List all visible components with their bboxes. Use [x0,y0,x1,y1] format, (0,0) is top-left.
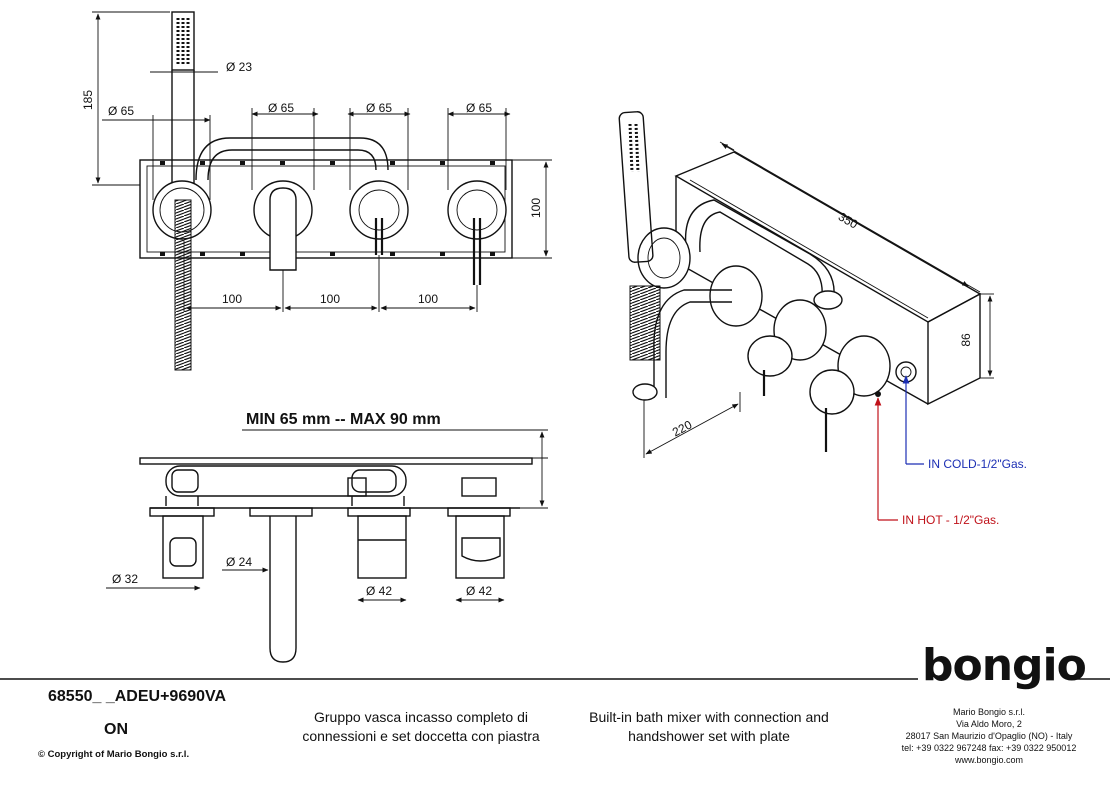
dim-knob-dia-2: Ø 42 [466,584,492,598]
dim-holder-dia: Ø 32 [112,572,138,586]
front-view: 185 Ø 23 Ø 65 Ø 65 Ø 65 Ø 65 100 100 100… [81,11,552,371]
dim-height: 185 [81,90,95,110]
company-name: Mario Bongio s.r.l. [952,707,1026,717]
inlet-hot-label: IN HOT - 1/2"Gas. [902,513,999,527]
company-website[interactable]: www.bongio.com [954,755,1024,765]
dim-spacing-1: 100 [222,292,242,306]
dim-depth: 86 [959,333,973,347]
dim-rosette-dia-1: Ø 65 [108,104,134,118]
wall-depth-label: MIN 65 mm -- MAX 90 mm [246,411,441,428]
inlet-cold-label: IN COLD-1/2"Gas. [928,457,1027,471]
dim-knob-dia-1: Ø 42 [366,584,392,598]
iso-view: 350 86 220 IN COLD-1/2"Gas. IN HOT - 1/2… [618,111,1027,527]
dim-spout-reach: 220 [670,417,695,439]
dim-rosette-dia-3: Ø 65 [366,101,392,115]
product-code: 68550_ _ADEU+9690VA [48,688,227,705]
dim-plate-height: 100 [529,198,543,218]
description-english: Built-in bath mixer with connection and … [589,709,829,744]
bongio-logo: bongio [922,640,1087,691]
dim-rosette-dia-2: Ø 65 [268,101,294,115]
company-info: Mario Bongio s.r.l. Via Aldo Moro, 2 280… [878,706,1100,766]
section-view: MIN 65 mm -- MAX 90 mm Ø 32 Ø 2 [106,411,548,663]
iso-shower-nozzles [628,123,640,173]
dim-spout-dia: Ø 24 [226,555,252,569]
dim-hand-shower-dia: Ø 23 [226,60,252,74]
company-phone-fax: tel: +39 0322 967248 fax: +39 0322 95001… [901,743,1077,753]
description-italian: Gruppo vasca incasso completo di conness… [302,709,540,744]
dim-spacing-2: 100 [320,292,340,306]
dim-spacing-3: 100 [418,292,438,306]
shower-head-nozzles [176,18,190,64]
copyright: © Copyright of Mario Bongio s.r.l. [38,749,190,760]
product-code-suffix: ON [104,721,128,738]
company-city: 28017 San Maurizio d'Opaglio (NO) - Ital… [905,731,1073,741]
dim-rosette-dia-4: Ø 65 [466,101,492,115]
company-street: Via Aldo Moro, 2 [956,719,1022,729]
